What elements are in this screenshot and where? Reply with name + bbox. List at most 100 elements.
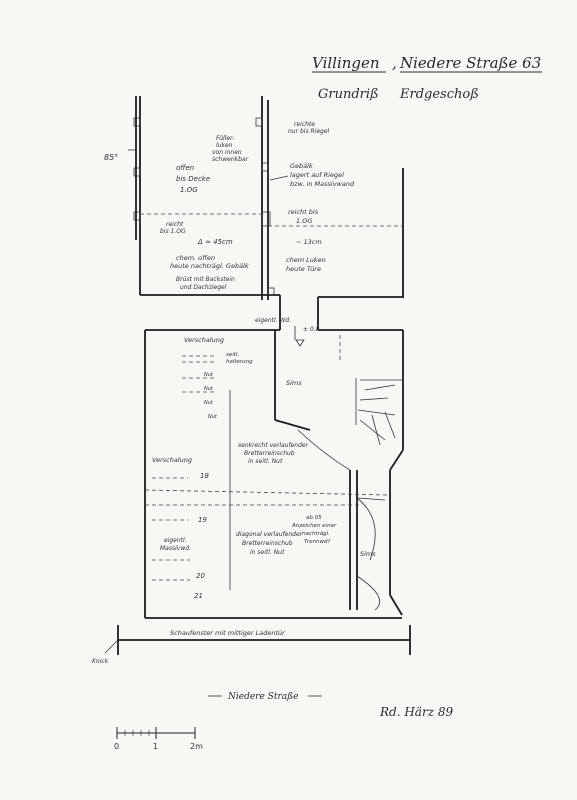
note-brust: Brüst mit Backstein und Dachziegel — [176, 276, 235, 291]
svg-text:1.OG: 1.OG — [180, 186, 198, 194]
knick-leader — [104, 639, 119, 654]
svg-text:chem. offen: chem. offen — [176, 254, 215, 262]
note-reicht-bis-left: reicht bis 1.OG — [160, 221, 186, 235]
door-swing-upper — [297, 429, 351, 471]
svg-text:Trennwd?: Trennwd? — [304, 539, 331, 545]
nut-mark-2: Nut — [204, 386, 214, 392]
svg-text:Bretterreinschub: Bretterreinschub — [244, 450, 295, 457]
note-eigentl-wd: eigentl. Wd. — [255, 317, 291, 324]
note-schaufenster: Schaufenster mit mittiger Ladentür — [170, 629, 286, 637]
mark-21: 21 — [194, 592, 203, 600]
post-marker-2 — [133, 167, 141, 177]
svg-text:heute nachträgl. Gebälk: heute nachträgl. Gebälk — [170, 262, 249, 270]
svg-text:halterung: halterung — [226, 359, 253, 365]
subtitle-plan: Grundriß — [318, 87, 379, 102]
svg-text:schwenkbar: schwenkbar — [212, 156, 249, 163]
title-street: Niedere Straße 63 — [399, 54, 541, 72]
svg-text:nur bis Riegel: nur bis Riegel — [288, 128, 330, 135]
svg-text:seitl.: seitl. — [226, 352, 239, 358]
svg-text:in seitl. Nut: in seitl. Nut — [250, 549, 285, 556]
staircase — [355, 378, 402, 446]
note-reicht-bis-right: reicht bis 1.OG — [288, 208, 319, 225]
mark-19: 19 — [198, 516, 207, 524]
note-senkrecht: senkrecht verlaufender Bretterreinschub … — [238, 442, 309, 465]
note-offen: offen bis Decke 1.OG — [176, 164, 210, 194]
signature: Rd. Härz 89 — [379, 705, 453, 719]
mark-20: 20 — [196, 572, 205, 580]
note-verschalung-left: Verschalung — [152, 456, 192, 464]
note-diagonal: diagonal verlaufender Bretterreinschub i… — [236, 531, 303, 556]
note-ab-05: ab 05 Anzeichen einer nachträgl. Trennwd… — [291, 515, 337, 545]
svg-text:Bretterreinschub: Bretterreinschub — [242, 540, 293, 547]
street-name: Niedere Straße — [227, 692, 298, 702]
street-label: Niedere Straße — [208, 692, 322, 702]
door-swing-right — [356, 497, 376, 561]
note-minus13: ~ 13cm — [296, 238, 322, 246]
post-marker-4 — [255, 117, 263, 127]
scale-tick-2m: 2m — [190, 742, 203, 751]
svg-text:Gebälk: Gebälk — [290, 162, 313, 170]
note-seitl-halterung: seitl. halterung — [226, 352, 253, 365]
svg-text:Füller-: Füller- — [216, 135, 234, 142]
svg-text:lagert auf Riegel: lagert auf Riegel — [290, 171, 344, 179]
scale-tick-0: 0 — [114, 742, 119, 751]
lower-dashed-crossline — [144, 489, 391, 496]
rear-annotations: 85° Füller- luken von innen schwenkbar r… — [104, 121, 355, 291]
svg-text:heute Türe: heute Türe — [286, 265, 321, 273]
svg-text:Anzeichen einer: Anzeichen einer — [291, 523, 337, 529]
note-sims-right: Sims — [360, 550, 376, 558]
note-level: ± 0,0 — [303, 326, 320, 333]
title-place: Villingen — [312, 54, 380, 72]
nut-mark-4: Nut — [208, 414, 218, 420]
svg-text:offen: offen — [176, 164, 194, 172]
note-reicht-riegel: reichte nur bis Riegel — [288, 121, 330, 135]
svg-text:bis 1.OG: bis 1.OG — [160, 228, 186, 235]
door-leaf — [356, 497, 386, 501]
svg-text:eigentl.: eigentl. — [164, 537, 187, 544]
note-sims-top: Sims — [286, 379, 302, 387]
scale-tick-1: 1 — [153, 742, 158, 751]
note-delta: Δ ≈ 45cm — [197, 238, 233, 246]
scale-bar: 0 1 2m — [114, 727, 203, 751]
post-marker-1 — [133, 117, 141, 127]
svg-text:senkrecht verlaufender: senkrecht verlaufender — [238, 442, 309, 449]
nut-mark-1: Nut — [204, 372, 214, 378]
note-verschalung-top: Verschalung — [184, 336, 224, 344]
svg-text:bzw. in Massivwand: bzw. in Massivwand — [290, 180, 355, 188]
shop-front — [104, 617, 411, 655]
note-gebaelk: Gebälk lagert auf Riegel bzw. in Massivw… — [290, 162, 355, 188]
title-separator: , — [392, 54, 397, 72]
front-annotations: eigentl. Wd. ± 0,0 Verschalung seitl. ha… — [92, 317, 376, 665]
post-marker-3 — [133, 211, 141, 221]
level-triangle — [295, 339, 305, 347]
post-marker-5 — [261, 162, 269, 172]
angle-label: 85° — [104, 153, 118, 162]
note-chem-luken: chem Luken heute Türe — [286, 256, 326, 273]
svg-text:reicht bis: reicht bis — [288, 208, 319, 216]
svg-text:diagonal verlaufender: diagonal verlaufender — [236, 531, 303, 538]
note-chem-offen: chem. offen heute nachträgl. Gebälk — [170, 254, 249, 270]
front-section-walls — [144, 329, 404, 618]
svg-text:chem Luken: chem Luken — [286, 256, 326, 264]
svg-text:Brüst mit Backstein: Brüst mit Backstein — [176, 276, 235, 283]
svg-text:reichte: reichte — [294, 121, 315, 128]
svg-text:bis Decke: bis Decke — [176, 175, 210, 183]
svg-text:ab 05: ab 05 — [306, 515, 322, 521]
nut-mark-3: Nut — [204, 400, 214, 406]
svg-text:von innen: von innen — [212, 149, 242, 156]
svg-text:in seitl. Nut: in seitl. Nut — [248, 458, 283, 465]
svg-text:und Dachziegel: und Dachziegel — [180, 284, 227, 291]
svg-text:luken: luken — [216, 142, 233, 149]
svg-text:1.OG: 1.OG — [296, 217, 312, 225]
note-fuellerluken: Füller- luken von innen schwenkbar — [212, 135, 249, 163]
svg-text:reicht: reicht — [166, 221, 184, 228]
partition-wall-bend — [274, 419, 311, 431]
post-marker-6 — [261, 211, 271, 227]
mark-18: 18 — [200, 472, 209, 480]
subtitle-floor: Erdgeschoß — [399, 87, 479, 102]
front-right-wall-foot — [389, 594, 403, 616]
svg-text:nachträgl.: nachträgl. — [302, 531, 330, 537]
plan-title: Villingen , Niedere Straße 63 Grundriß E… — [312, 54, 542, 102]
note-knick: Knick — [92, 658, 109, 665]
